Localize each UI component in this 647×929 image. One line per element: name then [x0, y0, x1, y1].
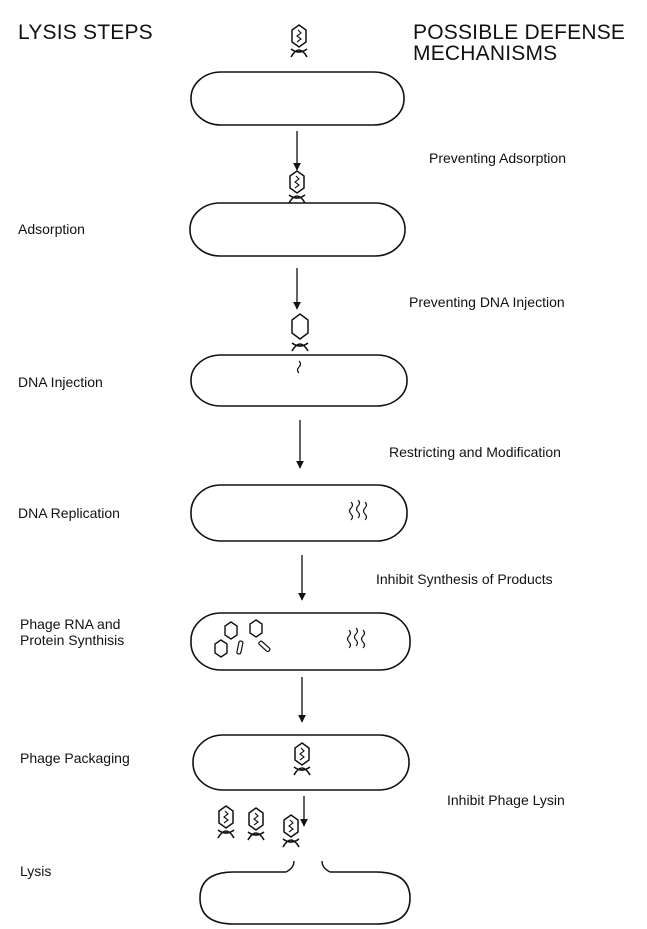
- lysis-opening-left: [285, 860, 295, 873]
- step-synthesis-label-line1: Phage RNA and: [20, 616, 121, 632]
- step-lysis-label: Lysis: [20, 863, 52, 879]
- injecting-phage-icon: [291, 313, 309, 352]
- cell-packaging: [192, 734, 410, 791]
- adsorbed-phage-icon: [288, 170, 306, 204]
- defense-restriction-modification: Restricting and Modification: [389, 444, 561, 460]
- defense-preventing-dna-injection: Preventing DNA Injection: [409, 294, 565, 310]
- phage-tail-parts-icon: [236, 640, 271, 655]
- replicating-dna-icon: [348, 499, 368, 521]
- step-dna-injection-label: DNA Injection: [18, 374, 103, 390]
- defense-inhibit-lysin: Inhibit Phage Lysin: [447, 792, 565, 808]
- released-phage-icon-3: [282, 814, 300, 848]
- cell-dna-injection: [190, 354, 408, 407]
- packaged-phage-icon: [293, 742, 311, 776]
- free-phage-icon: [290, 24, 308, 58]
- defense-heading-line1: POSSIBLE DEFENSE: [413, 21, 626, 44]
- cell-initial: [190, 71, 405, 126]
- step-dna-replication-label: DNA Replication: [18, 505, 120, 521]
- lysis-steps-heading: LYSIS STEPS: [18, 21, 153, 44]
- cell-synthesis: [190, 612, 411, 671]
- released-phage-icon-2: [247, 807, 265, 841]
- cell-dna-replication: [190, 484, 408, 542]
- step-synthesis-label-line2: Protein Synthisis: [20, 632, 125, 648]
- defense-preventing-adsorption: Preventing Adsorption: [429, 150, 566, 166]
- defense-inhibit-synthesis: Inhibit Synthesis of Products: [376, 571, 553, 587]
- step-packaging-label: Phage Packaging: [20, 750, 130, 766]
- lysis-opening-right: [321, 860, 331, 873]
- released-phage-icon-1: [217, 805, 235, 839]
- phage-head-parts-icon: [214, 619, 263, 658]
- step-adsorption-label: Adsorption: [18, 221, 85, 237]
- injected-dna-icon: [296, 360, 302, 374]
- phage-rna-icon: [346, 627, 366, 649]
- cell-lysed: [199, 871, 411, 925]
- defense-heading-line2: MECHANISMS: [413, 42, 558, 65]
- cell-adsorption: [189, 202, 406, 257]
